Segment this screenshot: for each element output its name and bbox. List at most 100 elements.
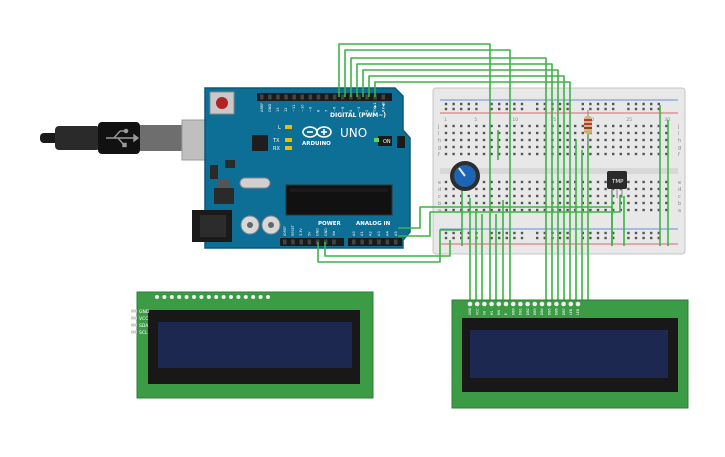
breadboard-hole[interactable] [589,145,592,149]
breadboard-hole[interactable] [536,236,539,240]
wire[interactable] [317,229,462,263]
breadboard-hole[interactable] [650,145,653,149]
breadboard-hole[interactable] [444,231,448,235]
breadboard-hole[interactable] [596,138,600,142]
breadboard-hole[interactable] [604,131,607,135]
breadboard-hole[interactable] [581,145,584,149]
breadboard-hole[interactable] [657,201,660,205]
arduino-uno-board[interactable] [192,87,411,249]
breadboard-hole[interactable] [566,194,569,198]
breadboard-hole[interactable] [505,131,508,135]
breadboard-hole[interactable] [566,138,569,142]
breadboard-hole[interactable] [589,231,592,235]
breadboard-hole[interactable] [612,145,615,149]
header-pin[interactable] [385,239,390,245]
breadboard-hole[interactable] [619,152,622,156]
potentiometer[interactable] [450,161,480,191]
breadboard-hole[interactable] [566,102,569,106]
breadboard-hole[interactable] [528,180,531,184]
breadboard-hole[interactable] [475,145,478,149]
breadboard-hole[interactable] [498,208,501,212]
breadboard-hole[interactable] [589,187,592,191]
breadboard-hole[interactable] [596,107,600,111]
breadboard-hole[interactable] [634,145,638,149]
breadboard-hole[interactable] [650,107,653,111]
breadboard-hole[interactable] [444,194,448,198]
breadboard-hole[interactable] [513,138,516,142]
breadboard-hole[interactable] [513,107,516,111]
breadboard-hole[interactable] [581,124,584,128]
breadboard-hole[interactable] [536,124,539,128]
lcd-parallel-pin[interactable] [546,301,552,307]
header-pin[interactable] [352,239,356,245]
header-pin[interactable] [268,94,272,100]
header-pin[interactable] [308,94,313,100]
breadboard-hole[interactable] [498,236,501,240]
breadboard-hole[interactable] [475,124,478,128]
breadboard-hole[interactable] [498,194,501,198]
breadboard-hole[interactable] [452,138,455,142]
breadboard-hole[interactable] [490,208,493,212]
breadboard-hole[interactable] [543,107,546,111]
lcd-parallel-pin[interactable] [496,301,502,307]
breadboard-hole[interactable] [513,152,516,156]
temperature-sensor[interactable]: TMP [607,171,627,198]
header-pin[interactable] [394,239,398,245]
breadboard-hole[interactable] [596,208,600,212]
breadboard-hole[interactable] [558,208,562,212]
breadboard-hole[interactable] [604,236,607,240]
breadboard-hole[interactable] [498,138,501,142]
breadboard-hole[interactable] [650,208,653,212]
breadboard-hole[interactable] [528,131,531,135]
breadboard-hole[interactable] [627,124,630,128]
breadboard-hole[interactable] [650,152,653,156]
breadboard-hole[interactable] [482,201,486,205]
breadboard-hole[interactable] [558,194,562,198]
breadboard-hole[interactable] [634,107,638,111]
breadboard-hole[interactable] [490,138,493,142]
breadboard-hole[interactable] [627,152,630,156]
breadboard-hole[interactable] [604,194,607,198]
breadboard-hole[interactable] [536,131,539,135]
breadboard-hole[interactable] [505,187,508,191]
breadboard-hole[interactable] [460,138,463,142]
breadboard-hole[interactable] [498,145,501,149]
breadboard-hole[interactable] [642,187,645,191]
breadboard-hole[interactable] [657,180,660,184]
breadboard-hole[interactable] [642,208,645,212]
breadboard-hole[interactable] [596,131,600,135]
breadboard-hole[interactable] [612,236,615,240]
breadboard-hole[interactable] [619,138,622,142]
breadboard-hole[interactable] [536,231,539,235]
breadboard-hole[interactable] [520,124,524,128]
breadboard-hole[interactable] [460,107,463,111]
breadboard-hole[interactable] [513,236,516,240]
breadboard-hole[interactable] [665,208,668,212]
breadboard-hole[interactable] [657,138,660,142]
breadboard-hole[interactable] [627,208,630,212]
breadboard-hole[interactable] [642,201,645,205]
breadboard-hole[interactable] [566,208,569,212]
breadboard-hole[interactable] [498,152,501,156]
breadboard-hole[interactable] [604,124,607,128]
breadboard-hole[interactable] [444,187,448,191]
breadboard-hole[interactable] [589,102,592,106]
wire[interactable] [344,49,511,300]
breadboard-hole[interactable] [444,107,448,111]
breadboard-hole[interactable] [444,124,448,128]
breadboard-hole[interactable] [490,236,493,240]
breadboard-hole[interactable] [528,194,531,198]
header-pin[interactable] [316,94,321,100]
breadboard-hole[interactable] [642,152,645,156]
breadboard-hole[interactable] [612,124,615,128]
breadboard-hole[interactable] [566,124,569,128]
breadboard-hole[interactable] [452,231,455,235]
breadboard-hole[interactable] [634,201,638,205]
breadboard-hole[interactable] [467,138,470,142]
breadboard-hole[interactable] [505,231,508,235]
breadboard-hole[interactable] [452,124,455,128]
breadboard-hole[interactable] [604,138,607,142]
breadboard-hole[interactable] [604,102,607,106]
breadboard-hole[interactable] [665,194,668,198]
breadboard-hole[interactable] [642,124,645,128]
